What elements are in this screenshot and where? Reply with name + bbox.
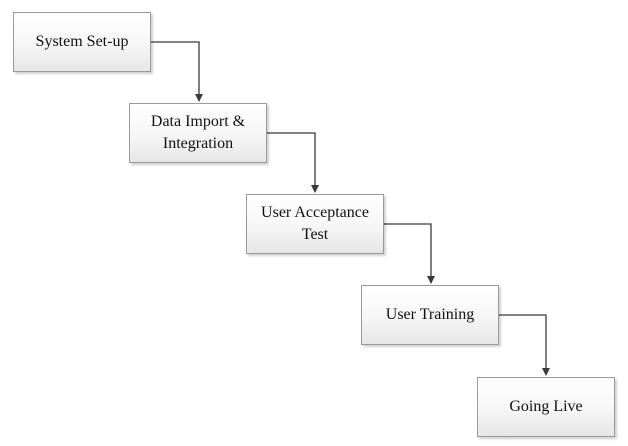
step-label: User Training bbox=[385, 306, 475, 324]
step-label: User Acceptance Test bbox=[261, 204, 369, 243]
connector-arrow-3 bbox=[384, 223, 435, 284]
step-label: System Set-up bbox=[35, 33, 129, 51]
step-user-acceptance-test: User Acceptance Test bbox=[246, 194, 384, 254]
step-label: Data Import & Integration bbox=[150, 113, 246, 152]
connector-arrow-2 bbox=[267, 132, 319, 193]
connector-arrow-4 bbox=[499, 314, 550, 376]
connector-arrow-1 bbox=[151, 41, 203, 102]
step-label: Going Live bbox=[509, 398, 583, 416]
step-user-training: User Training bbox=[361, 285, 499, 345]
step-system-setup: System Set-up bbox=[13, 12, 151, 72]
step-data-import-integration: Data Import & Integration bbox=[129, 103, 267, 163]
step-going-live: Going Live bbox=[477, 377, 615, 437]
